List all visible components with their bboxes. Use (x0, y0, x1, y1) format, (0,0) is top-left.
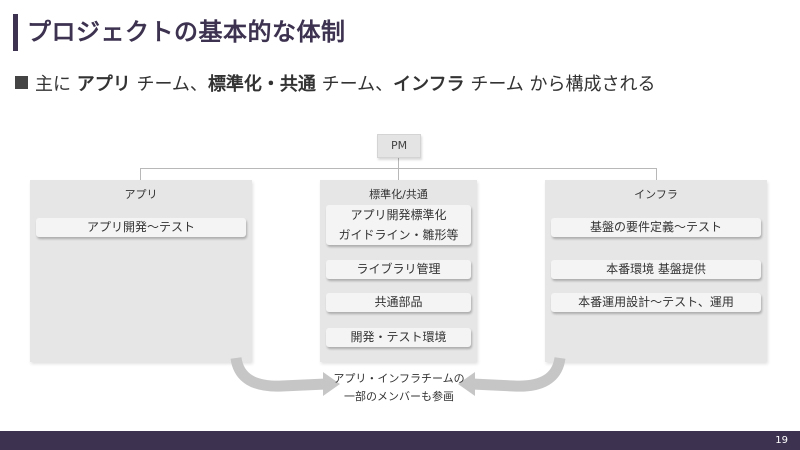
infra-item-operations: 本番運用設計～テスト、運用 (551, 293, 761, 312)
title-accent-bar (13, 14, 18, 51)
left-arrowhead (323, 372, 340, 396)
subtitle-std: 標準化・共通 (207, 74, 316, 95)
pm-box: PM (377, 134, 421, 158)
team-app-panel: アプリ アプリ開発～テスト (30, 180, 252, 362)
team-infra-title: インフラ (634, 188, 678, 201)
footer-bar: 19 (0, 431, 800, 450)
subtitle-app: アプリ (76, 74, 131, 95)
team-infra-panel: インフラ 基盤の要件定義～テスト 本番環境 基盤提供 本番運用設計～テスト、運用 (545, 180, 767, 362)
subtitle-text-1: 主に (35, 74, 71, 95)
note-line-1: アプリ・インフラチームの (333, 372, 465, 385)
subtitle: 主に アプリ チーム、標準化・共通 チーム、インフラ チーム から構成される (15, 70, 656, 96)
subtitle-text-4: チーム から構成される (470, 74, 656, 95)
page-number: 19 (775, 435, 788, 446)
std-item-environment: 開発・テスト環境 (326, 328, 471, 347)
right-arrowhead (458, 372, 475, 396)
std-item-guidelines: アプリ開発標準化 ガイドライン・雛形等 (326, 205, 471, 245)
subtitle-text-3: チーム、 (321, 74, 394, 95)
infra-item-requirements: 基盤の要件定義～テスト (551, 218, 761, 237)
std-item-guidelines-line1: アプリ開発標準化 (350, 208, 447, 222)
app-item-dev-test: アプリ開発～テスト (36, 218, 246, 237)
team-std-title: 標準化/共通 (369, 188, 428, 201)
std-item-guidelines-line2: ガイドライン・雛形等 (338, 228, 459, 242)
std-item-common-parts: 共通部品 (326, 293, 471, 312)
team-app-title: アプリ (124, 188, 158, 201)
connector-infra (656, 168, 657, 180)
note-line-2: 一部のメンバーも参画 (344, 390, 454, 403)
pm-connector-vertical (398, 157, 399, 169)
connector-std (398, 168, 399, 180)
std-item-library: ライブラリ管理 (326, 260, 471, 279)
page-title: プロジェクトの基本的な体制 (27, 18, 346, 46)
participation-note: アプリ・インフラチームの 一部のメンバーも参画 (329, 370, 469, 406)
subtitle-text-2: チーム、 (136, 74, 208, 95)
right-curved-arrow (471, 356, 566, 392)
subtitle-infra: インフラ (393, 74, 465, 95)
left-curved-arrow (230, 356, 327, 392)
infra-item-production-base: 本番環境 基盤提供 (551, 260, 761, 279)
team-std-panel: 標準化/共通 アプリ開発標準化 ガイドライン・雛形等 ライブラリ管理 共通部品 … (320, 180, 477, 362)
bullet-square-icon (15, 76, 28, 89)
connector-app (140, 168, 141, 180)
